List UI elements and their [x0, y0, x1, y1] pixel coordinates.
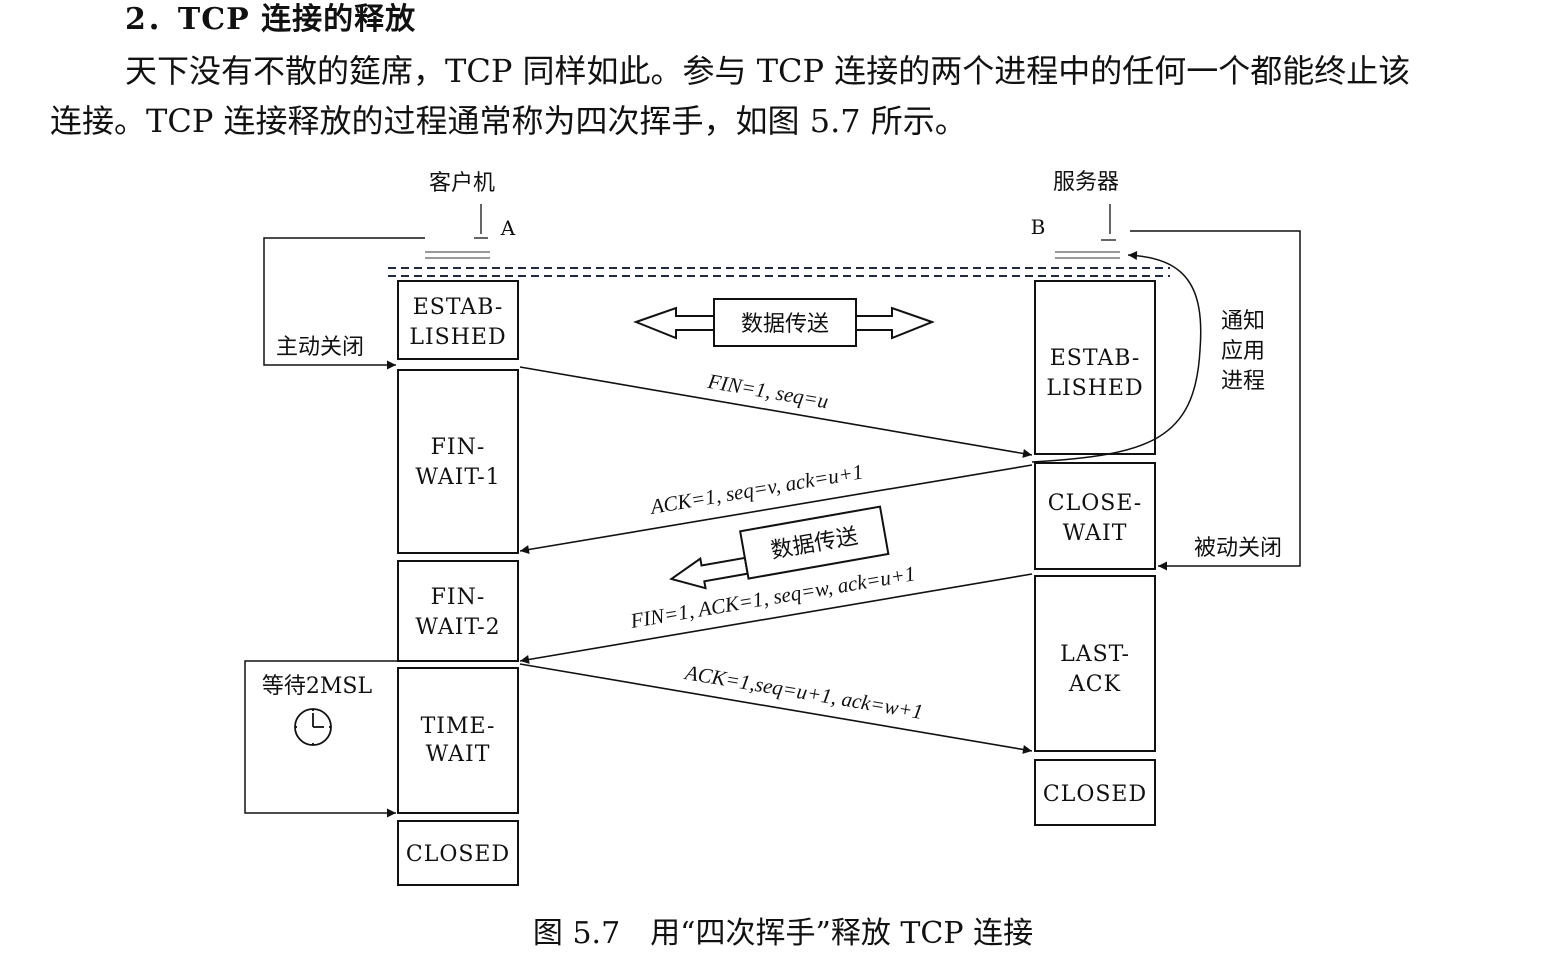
paragraph-line-1: 天下没有不散的筵席，TCP 同样如此。参与 TCP 连接的两个进程中的任何一个都…: [125, 52, 1411, 90]
passive-close-bracket: [1130, 230, 1301, 571]
client-title: 客户机: [429, 171, 495, 196]
server-state-label: WAIT: [1063, 521, 1128, 546]
server-state-label: LAST-: [1060, 642, 1130, 667]
server-state-label: ESTAB-: [1050, 346, 1141, 371]
client-state-label: WAIT: [426, 742, 491, 767]
client-state-closed: [397, 820, 519, 886]
server-state-label: ACK: [1068, 672, 1121, 697]
wait-2msl-bracket: [244, 660, 398, 818]
client-state-label: FIN-: [431, 435, 486, 460]
notify-application-label: 通知: [1221, 309, 1265, 334]
message-label: ACK=1,seq=u+1, ack=w+1: [682, 660, 925, 724]
notify-application-label: 应用: [1221, 339, 1265, 364]
client-state-label: WAIT-2: [415, 615, 500, 640]
server-state-last-ack: [1034, 575, 1156, 752]
client-state-label: ESTAB-: [413, 295, 504, 320]
client-state-label: TIME-: [421, 714, 496, 739]
server-title: 服务器: [1053, 170, 1119, 195]
server-host-symbol: [1055, 204, 1120, 259]
active-close-label: 主动关闭: [276, 335, 364, 360]
client-state-fin-wait-1: [397, 369, 519, 554]
notify-application-arrow: [1031, 250, 1202, 463]
active-close-bracket: [263, 237, 425, 370]
ack-message-arrow: [519, 464, 1033, 554]
data-transfer-label: 数据传送: [741, 312, 829, 337]
server-state-close-wait: [1034, 462, 1156, 570]
server-state-label: LISHED: [1046, 376, 1143, 401]
server-state-established: [1034, 280, 1156, 455]
message-label: FIN=1, seq=u: [705, 369, 830, 414]
clock-icon: [294, 708, 332, 746]
client-state-label: CLOSED: [406, 842, 510, 867]
final-ack-message-arrow: [519, 663, 1033, 754]
message-label: ACK=1, seq=v, ack=u+1: [647, 459, 865, 519]
section-heading: 2．TCP 连接的释放: [125, 2, 417, 37]
client-state-established: [397, 280, 519, 360]
server-state-closed: [1034, 759, 1156, 826]
figure-caption: 图 5.7 用“四次挥手”释放 TCP 连接: [532, 916, 1034, 951]
server-letter: B: [1031, 215, 1046, 239]
notify-application-label: 进程: [1221, 369, 1265, 394]
fin-message-arrow: [519, 366, 1033, 458]
server-state-label: CLOSED: [1043, 782, 1147, 807]
paragraph-line-2: 连接。TCP 连接释放的过程通常称为四次挥手，如图 5.7 所示。: [50, 102, 967, 140]
client-host-symbol: [425, 204, 490, 259]
client-state-label: WAIT-1: [415, 465, 500, 490]
body-paragraph: 天下没有不散的筵席，TCP 同样如此。参与 TCP 连接的两个进程中的任何一个都…: [50, 46, 1510, 146]
connection-dashed-lines: [388, 267, 1170, 277]
fin-ack-message-arrow: [519, 573, 1033, 664]
client-state-label: FIN-: [431, 585, 486, 610]
client-letter: A: [500, 216, 516, 240]
wait-2msl-label: 等待2MSL: [262, 674, 373, 699]
client-state-label: LISHED: [409, 325, 506, 350]
data-transfer-one-way: 数据传送: [669, 505, 890, 590]
server-state-label: CLOSE-: [1048, 491, 1142, 516]
data-transfer-bidirectional: 数据传送: [633, 298, 935, 347]
client-state-fin-wait-2: [397, 560, 519, 662]
client-state-time-wait: [397, 667, 519, 814]
passive-close-label: 被动关闭: [1194, 536, 1282, 561]
